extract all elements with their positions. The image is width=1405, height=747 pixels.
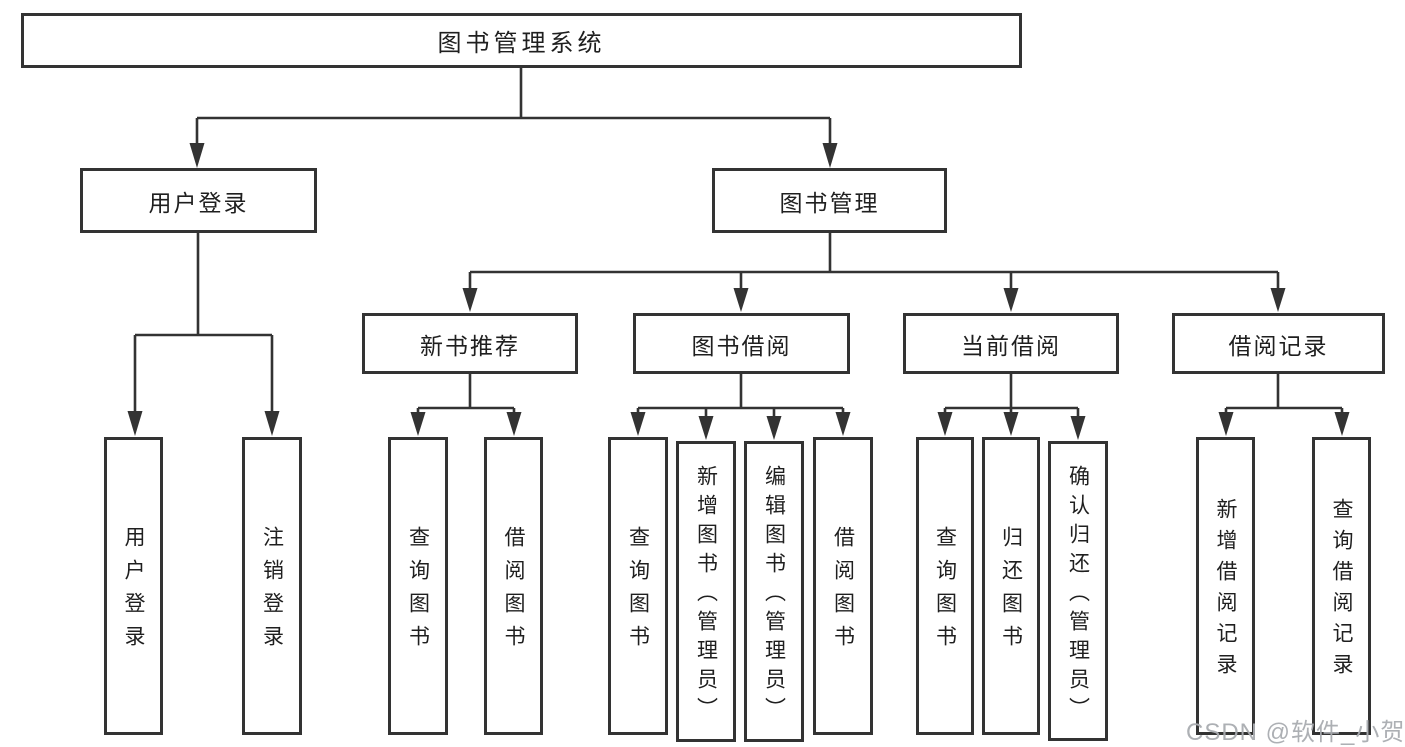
leaf-add-books-admin-label: 新增图书（管理员） [694,465,718,726]
node-book-management-label: 图书管理 [779,189,880,216]
node-user-login: 用户登录 [80,168,317,233]
leaf-add-borrow-record-label: 新增借阅记录 [1214,498,1237,684]
leaf-logout-label: 注销登录 [260,526,284,658]
leaf-borrow-books-borrowing-label: 借阅图书 [831,526,855,658]
leaf-borrow-books-recommend-label: 借阅图书 [502,526,525,658]
leaf-query-borrow-record: 查询借阅记录 [1312,437,1371,735]
leaf-query-books-borrowing-label: 查询图书 [626,526,650,658]
leaf-query-books-borrowing: 查询图书 [608,437,668,735]
leaf-borrow-books-borrowing: 借阅图书 [813,437,873,735]
leaf-logout: 注销登录 [242,437,302,735]
leaf-query-borrow-record-label: 查询借阅记录 [1330,498,1353,684]
leaf-query-books-current-label: 查询图书 [933,526,957,658]
node-book-borrowing-label: 图书借阅 [691,332,792,359]
node-library-management-system-label: 图书管理系统 [437,30,606,57]
node-current-borrowing: 当前借阅 [903,313,1119,374]
leaf-query-books-recommend-label: 查询图书 [406,526,430,658]
node-new-book-recommend: 新书推荐 [362,313,578,374]
leaf-add-books-admin: 新增图书（管理员） [676,441,736,742]
leaf-confirm-return-admin-label: 确认归还（管理员） [1066,464,1090,726]
node-new-book-recommend-label: 新书推荐 [420,332,520,359]
csdn-watermark: CSDN @软件_小贺同学 [1186,719,1405,746]
node-book-borrowing: 图书借阅 [633,313,850,374]
node-library-management-system: 图书管理系统 [21,13,1022,68]
leaf-user-login-label: 用户登录 [122,526,145,658]
node-current-borrowing-label: 当前借阅 [961,332,1061,359]
node-user-login-label: 用户登录 [148,189,249,216]
leaf-query-books-recommend: 查询图书 [388,437,448,735]
node-borrowing-records: 借阅记录 [1172,313,1385,374]
leaf-return-books: 归还图书 [982,437,1040,735]
leaf-edit-books-admin-label: 编辑图书（管理员） [762,465,786,726]
leaf-confirm-return-admin: 确认归还（管理员） [1048,441,1108,741]
leaf-edit-books-admin: 编辑图书（管理员） [744,441,804,742]
leaf-user-login: 用户登录 [104,437,163,735]
connector-stems [133,68,1344,418]
node-borrowing-records-label: 借阅记录 [1228,332,1329,359]
leaf-add-borrow-record: 新增借阅记录 [1196,437,1255,735]
arrowheads [127,143,1350,440]
node-book-management: 图书管理 [712,168,947,233]
leaf-return-books-label: 归还图书 [999,526,1023,658]
leaf-query-books-current: 查询图书 [916,437,974,735]
leaf-borrow-books-recommend: 借阅图书 [484,437,543,735]
